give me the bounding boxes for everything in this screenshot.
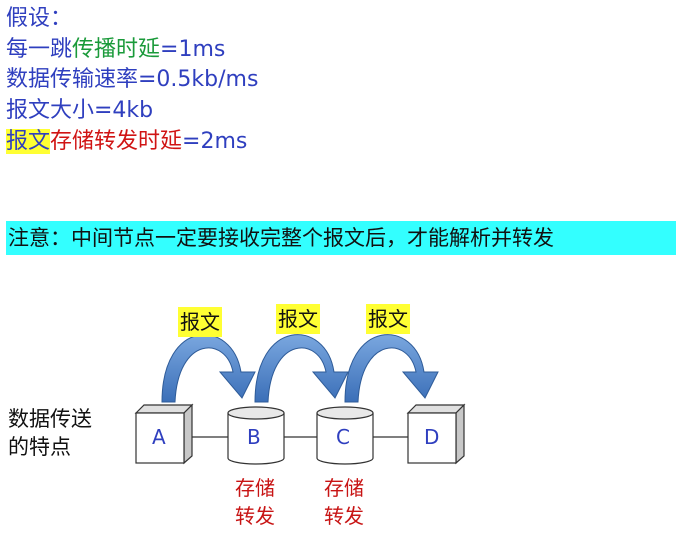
node-c-label: C <box>336 425 350 449</box>
store-c-line1: 存储 <box>324 476 364 500</box>
hop-value: =1ms <box>160 37 226 62</box>
node-b-label: B <box>247 425 261 449</box>
node-d-box <box>406 403 466 465</box>
assumption-rate: 数据传输速率=0.5kb/ms <box>6 67 259 92</box>
propagation-delay-text: 传播时延 <box>72 37 161 62</box>
notice-banner: 注意：中间节点一定要接收完整个报文后，才能解析并转发 <box>6 221 676 255</box>
node-a-label: A <box>152 425 166 449</box>
side-label-line2: 的特点 <box>8 435 71 459</box>
node-a-box <box>134 403 194 465</box>
store-forward-text: 存储转发时延 <box>50 129 183 154</box>
arrow-a-to-b <box>161 334 256 403</box>
store-forward-b: 存储 转发 <box>225 474 285 530</box>
diagram-side-label: 数据传送 的特点 <box>8 405 138 461</box>
arrow-b-to-c <box>254 334 349 403</box>
assumption-store-delay: 报文存储转发时延=2ms <box>6 128 247 156</box>
store-forward-c: 存储 转发 <box>314 474 374 530</box>
store-b-line1: 存储 <box>235 476 275 500</box>
hop-prefix: 每一跳 <box>6 37 73 62</box>
message-label-2: 报文 <box>276 304 320 334</box>
message-label-3: 报文 <box>366 304 410 334</box>
node-d-label: D <box>424 425 440 449</box>
arrow-c-to-d <box>344 334 439 403</box>
message-label-1: 报文 <box>178 307 222 337</box>
message-highlight: 报文 <box>6 129 51 154</box>
assumption-size: 报文大小=4kb <box>6 98 154 123</box>
assumption-hop-delay: 每一跳传播时延=1ms <box>6 36 225 64</box>
store-b-line2: 转发 <box>235 504 275 528</box>
side-label-line1: 数据传送 <box>8 407 92 431</box>
store-value: =2ms <box>182 129 248 154</box>
node-b-cylinder <box>227 406 285 465</box>
assumption-heading: 假设： <box>6 6 73 31</box>
store-c-line2: 转发 <box>324 504 364 528</box>
node-c-cylinder <box>316 406 374 465</box>
